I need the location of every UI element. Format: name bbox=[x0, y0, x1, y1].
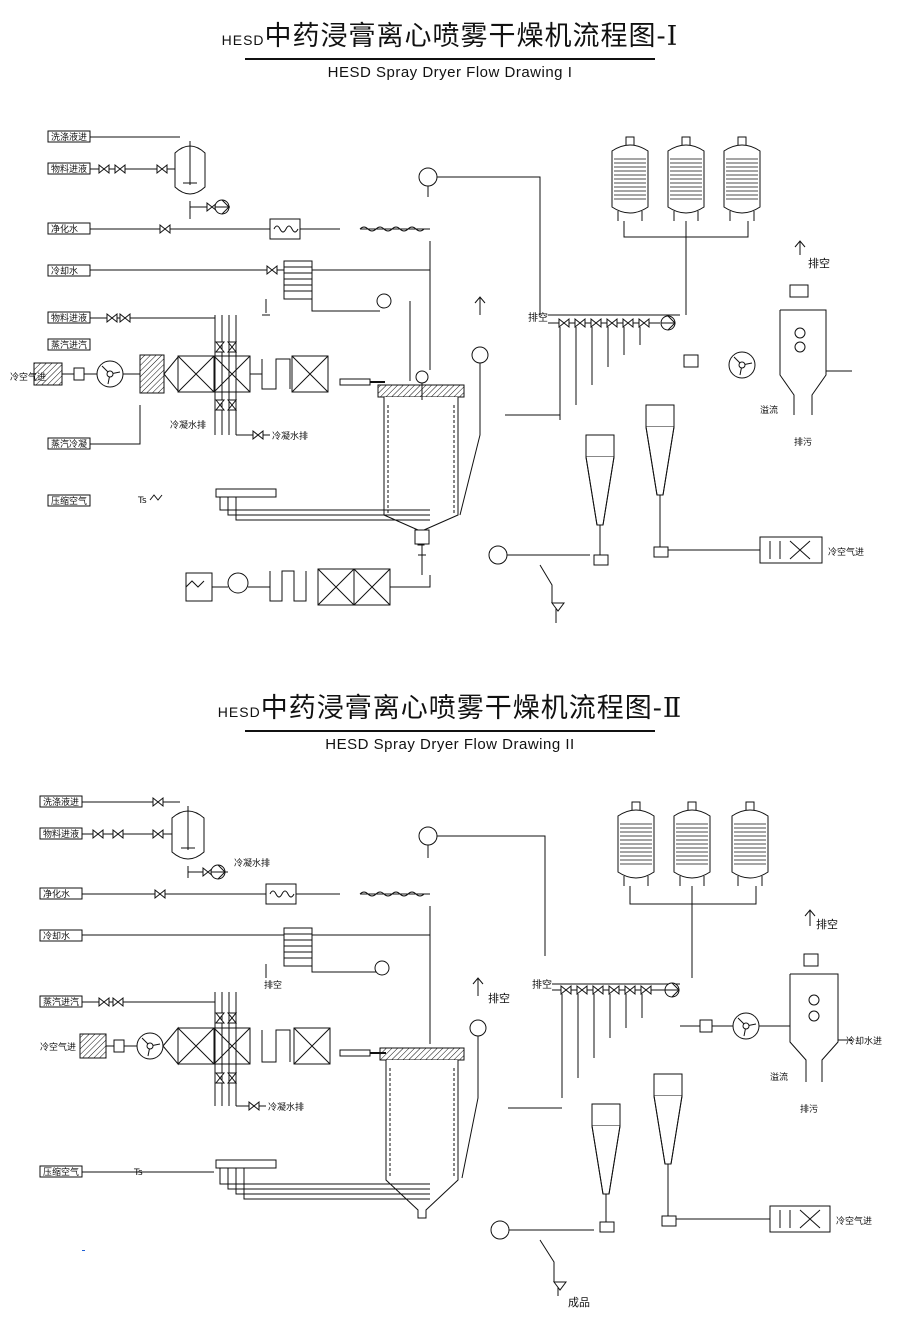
overflow-label-2: 溢流 bbox=[770, 1071, 788, 1083]
inlet-label-wash: 洗涤液进 bbox=[51, 131, 87, 143]
air-inlet-train-2: 冷空气进 冷凝水排 bbox=[40, 992, 386, 1113]
bottom-train bbox=[185, 488, 590, 623]
drawing-1-title-cn: HESD中药浸膏离心喷雾干燥机流程图-Ⅰ bbox=[0, 22, 900, 55]
drawing-2-title-prefix: HESD bbox=[217, 704, 261, 720]
svg-text:Ts: Ts bbox=[137, 496, 147, 506]
drawing-2-title-text: 中药浸膏离心喷雾干燥机流程图-Ⅱ bbox=[260, 693, 683, 724]
inlet-label-steam-condensate: 蒸汽冷凝 bbox=[51, 438, 87, 450]
product-label-2: 成品 bbox=[568, 1296, 590, 1309]
drawing-1-title-block: HESD中药浸膏离心喷雾干燥机流程图-Ⅰ HESD Spray Dryer Fl… bbox=[0, 22, 900, 82]
inlet-label-material-2b: 物料进液 bbox=[43, 828, 79, 840]
main-fan-top-2: 排空 bbox=[264, 826, 546, 991]
vent-label-top: 排空 bbox=[808, 256, 830, 270]
cyclones bbox=[585, 404, 675, 566]
vent-label-mid: 排空 bbox=[528, 311, 548, 324]
feed-tank-2: 冷凝水排 bbox=[171, 806, 270, 880]
air-inlet-train: 冷空气进 冷凝水排 冷凝水排 bbox=[10, 315, 385, 442]
drawing-2-title-underline bbox=[245, 730, 655, 732]
storage-tanks-2 bbox=[617, 801, 769, 978]
condensate-label-1: 冷凝水排 bbox=[272, 430, 308, 442]
scrubber-tower-2: 溢流 排污 冷却水进 bbox=[680, 953, 882, 1115]
vents-2: 排空 排空 bbox=[461, 909, 838, 1179]
inlet-label-material: 物料进液 bbox=[51, 163, 87, 175]
main-fan-top bbox=[262, 167, 541, 381]
cooling-water-in-label-2: 冷却水进 bbox=[846, 1035, 882, 1047]
vent-label-top-2: 排空 bbox=[816, 917, 838, 931]
inlet-label-compressed-air: 压缩空气 bbox=[51, 495, 87, 507]
cold-air-inlet-label-2: 冷空气进 bbox=[40, 1041, 76, 1053]
inlet-label-purified-water-2: 净化水 bbox=[43, 888, 70, 900]
drain-label-2: 排污 bbox=[800, 1103, 818, 1115]
bottom-air-unit: 冷空气进 bbox=[668, 536, 864, 564]
drain-label: 排污 bbox=[794, 436, 812, 448]
cold-air-inlet-label: 冷空气进 bbox=[10, 371, 46, 383]
overflow-label: 溢流 bbox=[760, 404, 778, 416]
cold-air-in-label-2: 冷空气进 bbox=[836, 1215, 872, 1227]
stray-mark bbox=[82, 1250, 85, 1251]
vent-label-mid-2: 排空 bbox=[488, 991, 510, 1005]
drawing-2-diagram: 洗涤液进 物料进液 净化水 冷却水 蒸汽进汽 压缩空气 Ts 冷凝水排 冷空气进 bbox=[39, 795, 882, 1309]
inlet-label-steam-2: 蒸汽进汽 bbox=[43, 996, 79, 1008]
vent-label-manifold-2: 排空 bbox=[532, 978, 552, 991]
inlet-label-steam: 蒸汽进汽 bbox=[51, 339, 87, 351]
steam-heater bbox=[139, 354, 165, 394]
drawing-1-title-text: 中药浸膏离心喷雾干燥机流程图-Ⅰ bbox=[264, 21, 679, 52]
bottom-air-unit-2: 冷空气进 bbox=[676, 1205, 872, 1233]
inlet-label-material-2: 物料进液 bbox=[51, 312, 87, 324]
cyclones-2 bbox=[591, 1073, 683, 1233]
drawing-1-title-underline bbox=[245, 58, 655, 60]
heat-exchanger-small bbox=[269, 218, 301, 240]
left-feed-lines-2: 洗涤液进 物料进液 净化水 冷却水 蒸汽进汽 压缩空气 Ts bbox=[39, 795, 430, 1178]
vents: 排空 bbox=[459, 240, 830, 516]
storage-tanks bbox=[611, 136, 761, 315]
condensate-label-2: 冷凝水排 bbox=[170, 419, 206, 431]
drawing-1-diagram: 洗涤液进 物料进液 净化水 冷却水 物料进液 蒸汽进汽 蒸汽冷凝 压缩空气 Ts bbox=[10, 130, 864, 623]
inlet-label-wash-2: 洗涤液进 bbox=[43, 796, 79, 808]
drying-tower-2 bbox=[379, 906, 465, 1219]
vent-label-left-2: 排空 bbox=[264, 979, 282, 991]
manifold: 排空 bbox=[505, 311, 680, 420]
drawing-1-title-prefix: HESD bbox=[221, 32, 265, 48]
drawing-2-title-cn: HESD中药浸膏离心喷雾干燥机流程图-Ⅱ bbox=[0, 694, 900, 727]
drawing-1-title-en: HESD Spray Dryer Flow Drawing I bbox=[327, 64, 573, 81]
condensate-label-2b: 冷凝水排 bbox=[268, 1101, 304, 1113]
inlet-label-cooling-water-2: 冷却水 bbox=[43, 930, 70, 942]
svg-text:Ts: Ts bbox=[133, 1168, 143, 1178]
manifold-2: 排空 bbox=[508, 978, 680, 1109]
feed-tank bbox=[174, 141, 230, 219]
cold-air-in-label: 冷空气进 bbox=[828, 546, 864, 558]
drawing-2-title-en: HESD Spray Dryer Flow Drawing II bbox=[325, 736, 575, 753]
scrubber-tower: 溢流 排污 bbox=[683, 284, 852, 448]
bottom-train-2: 成品 bbox=[215, 1159, 594, 1309]
drying-tower bbox=[377, 370, 465, 575]
inlet-label-purified-water: 净化水 bbox=[51, 223, 78, 235]
left-feed-lines: 洗涤液进 物料进液 净化水 冷却水 物料进液 蒸汽进汽 蒸汽冷凝 压缩空气 Ts bbox=[47, 130, 430, 507]
inlet-label-compressed-air-2: 压缩空气 bbox=[43, 1166, 79, 1178]
inlet-label-cooling-water: 冷却水 bbox=[51, 265, 78, 277]
condensate-label-2a: 冷凝水排 bbox=[234, 857, 270, 869]
drawing-2-title-block: HESD中药浸膏离心喷雾干燥机流程图-Ⅱ HESD Spray Dryer Fl… bbox=[0, 694, 900, 754]
